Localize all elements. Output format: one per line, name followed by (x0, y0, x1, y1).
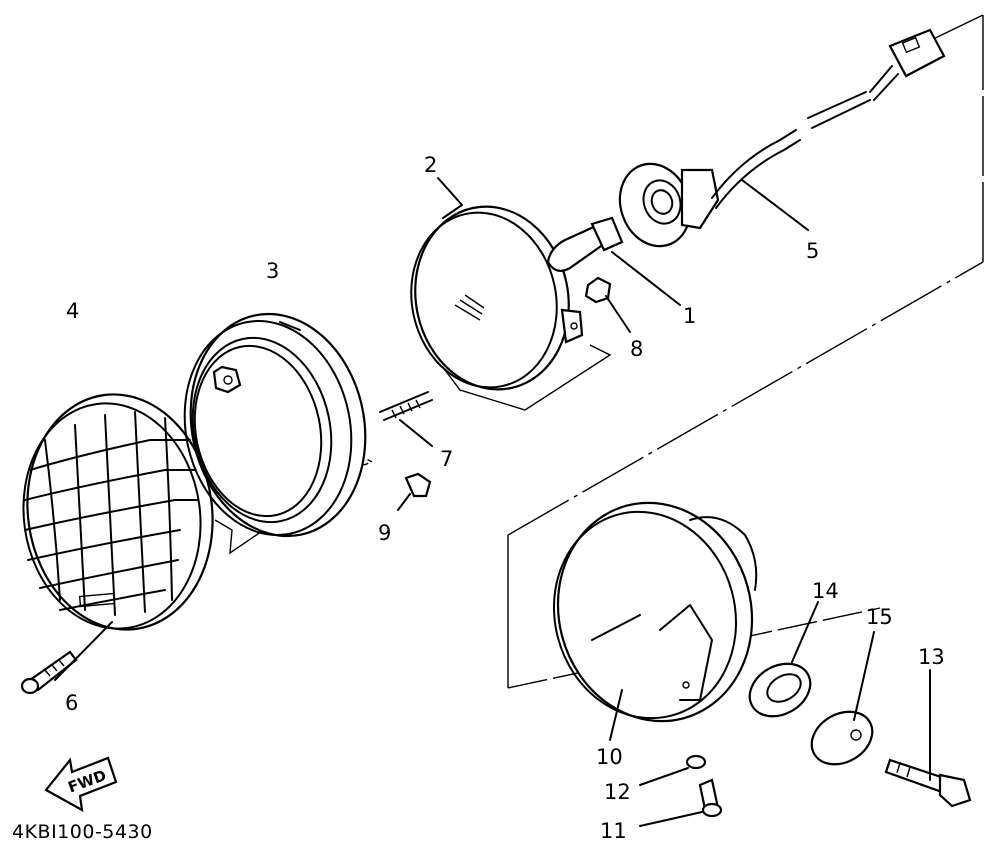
bulb-part-1 (546, 216, 681, 306)
diagram-code: 4KBI100-5430 (12, 821, 153, 843)
callout-1: 1 (683, 304, 696, 328)
rim-part-3 (183, 312, 367, 538)
callout-6: 6 (65, 691, 78, 715)
headlight-unit-part-2 (410, 177, 584, 391)
grommet-part-14 (748, 601, 819, 718)
callout-13: 13 (918, 645, 945, 669)
callout-4: 4 (66, 299, 79, 323)
screw-part-9 (397, 472, 432, 511)
callout-14: 14 (812, 579, 839, 603)
nut-part-8 (584, 276, 631, 333)
callout-8: 8 (630, 337, 643, 361)
callout-12: 12 (604, 780, 631, 804)
callout-2: 2 (424, 153, 437, 177)
callout-15: 15 (866, 605, 893, 629)
headlight-case-part-10 (552, 501, 758, 741)
callout-3: 3 (266, 259, 279, 283)
adjust-screw-part-7 (379, 391, 433, 447)
grill-guard-part-4 (22, 393, 214, 631)
fwd-direction-arrow: FWD (44, 756, 118, 813)
callout-10: 10 (596, 745, 623, 769)
screw-part-6 (20, 621, 113, 695)
callout-7: 7 (440, 447, 453, 471)
callout-5: 5 (806, 239, 819, 263)
callout-labels: 1 2 3 4 5 6 7 8 9 10 11 12 13 14 15 (65, 153, 945, 843)
screw-part-11 (639, 778, 723, 827)
washer-part-12 (639, 754, 707, 786)
callout-11: 11 (600, 819, 627, 843)
socket-cord-part-5 (618, 28, 946, 248)
cap-part-15 (810, 631, 875, 766)
bolt-part-13 (884, 669, 972, 808)
callout-9: 9 (378, 521, 391, 545)
